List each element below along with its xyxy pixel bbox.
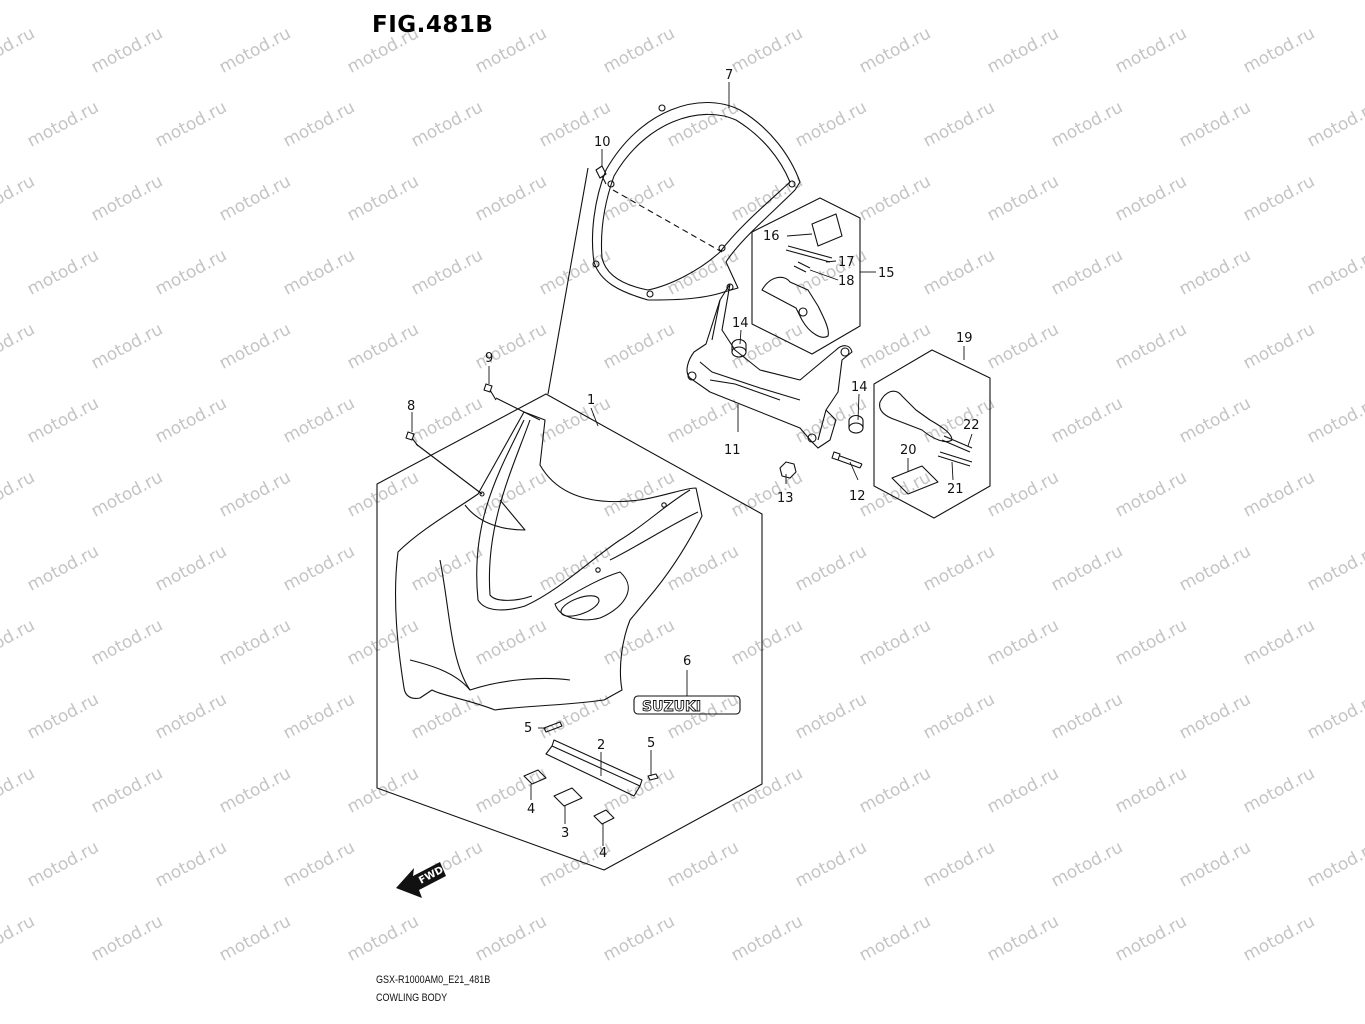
- kit-15-outline: [751, 197, 861, 355]
- damper-14-a-body: [731, 338, 747, 352]
- cowling-inner-line: [488, 419, 533, 601]
- callout-1: 1: [587, 393, 595, 408]
- clip-21: [937, 451, 973, 467]
- figure-caption: COWLING BODY: [376, 992, 448, 1004]
- mount-hole-mid: [595, 567, 601, 573]
- callout-4-right: 4: [599, 846, 607, 861]
- callout-7: 7: [725, 68, 733, 83]
- screw-9: [483, 383, 497, 401]
- callout-5-left: 5: [524, 721, 532, 736]
- callout-5-right: 5: [647, 736, 655, 751]
- mount-hole-top: [661, 502, 667, 508]
- bracket-hole-a: [687, 371, 697, 381]
- nut-13: [779, 461, 797, 479]
- callout-16: 16: [763, 229, 780, 244]
- callout-21: 21: [947, 482, 964, 497]
- ram-air-duct: [554, 511, 699, 621]
- damper-14-b: [848, 422, 864, 434]
- screen-hole-2: [658, 104, 666, 112]
- callout-6: 6: [683, 654, 691, 669]
- callout-13: 13: [777, 491, 794, 506]
- cowling-group-outline: [376, 393, 763, 871]
- cowling-bracket: [686, 283, 853, 449]
- screen-hole-6: [646, 290, 654, 298]
- damper-14-a: [731, 346, 747, 358]
- mount-hole-left: [479, 491, 485, 497]
- screen-hole-5: [592, 260, 600, 268]
- callout-11: 11: [724, 443, 741, 458]
- figure-title: FIG.481B: [372, 12, 494, 38]
- callout-9: 9: [485, 351, 493, 366]
- cowling-lower-fold: [409, 659, 571, 691]
- pad-20: [891, 465, 939, 495]
- pin-22: [941, 435, 973, 453]
- assembly-line-bolt9: [495, 397, 541, 421]
- bolt-10: [595, 165, 607, 185]
- bracket-web: [699, 299, 827, 441]
- callout-3: 3: [561, 826, 569, 841]
- callout-17: 17: [838, 255, 855, 270]
- bolt-12: [831, 451, 863, 469]
- windscreen-inner-edge: [600, 113, 791, 291]
- screen-hole-1: [607, 180, 615, 188]
- cowling-left-fold: [464, 499, 526, 531]
- headlight-opening: [560, 595, 600, 617]
- clip-18: [793, 261, 811, 273]
- callout-4-left: 4: [527, 802, 535, 817]
- upper-cowling-body: [395, 411, 703, 711]
- callout-20: 20: [900, 443, 917, 458]
- pin-17: [785, 245, 833, 263]
- callout-22: 22: [963, 418, 980, 433]
- callout-14-right: 14: [851, 380, 868, 395]
- pad-4a: [523, 769, 547, 785]
- bracket-hole-c: [807, 433, 817, 443]
- forward-arrow-icon: FWD: [396, 862, 446, 898]
- callout-12: 12: [849, 489, 866, 504]
- callout-15: 15: [878, 266, 895, 281]
- bracket-hole-d: [726, 283, 734, 291]
- callout-8: 8: [407, 399, 415, 414]
- mirror-mount-hole: [798, 307, 808, 317]
- suzuki-emblem-text: SUZUKI: [642, 699, 701, 715]
- assembly-line-screen: [547, 167, 589, 395]
- screen-hole-4: [718, 244, 726, 252]
- cowling-fold-line: [439, 559, 471, 691]
- pad-16: [811, 213, 843, 247]
- clip-5a: [543, 721, 563, 733]
- mirror-mount: [761, 276, 829, 338]
- pad-4b: [593, 809, 615, 825]
- damper-14-b-body: [848, 414, 864, 428]
- callout-18: 18: [838, 274, 855, 289]
- callout-19: 19: [956, 331, 973, 346]
- kit-19-outline: [873, 349, 991, 519]
- screen-mount-dashed: [612, 189, 723, 253]
- clip-5b: [647, 773, 659, 781]
- callout-10: 10: [594, 135, 611, 150]
- screen-hole-3: [788, 180, 796, 188]
- seal-2: [545, 739, 643, 797]
- assembly-line-bolt8: [415, 443, 483, 495]
- bracket-hole-b: [840, 347, 850, 357]
- callout-14-left: 14: [732, 316, 749, 331]
- model-code: GSX-R1000AM0_E21_481B: [376, 974, 491, 986]
- pad-3: [553, 787, 583, 807]
- windscreen-opening-edge: [476, 419, 691, 611]
- screw-8: [405, 431, 419, 447]
- mirror-mount-right: [879, 390, 953, 443]
- callout-2: 2: [597, 738, 605, 753]
